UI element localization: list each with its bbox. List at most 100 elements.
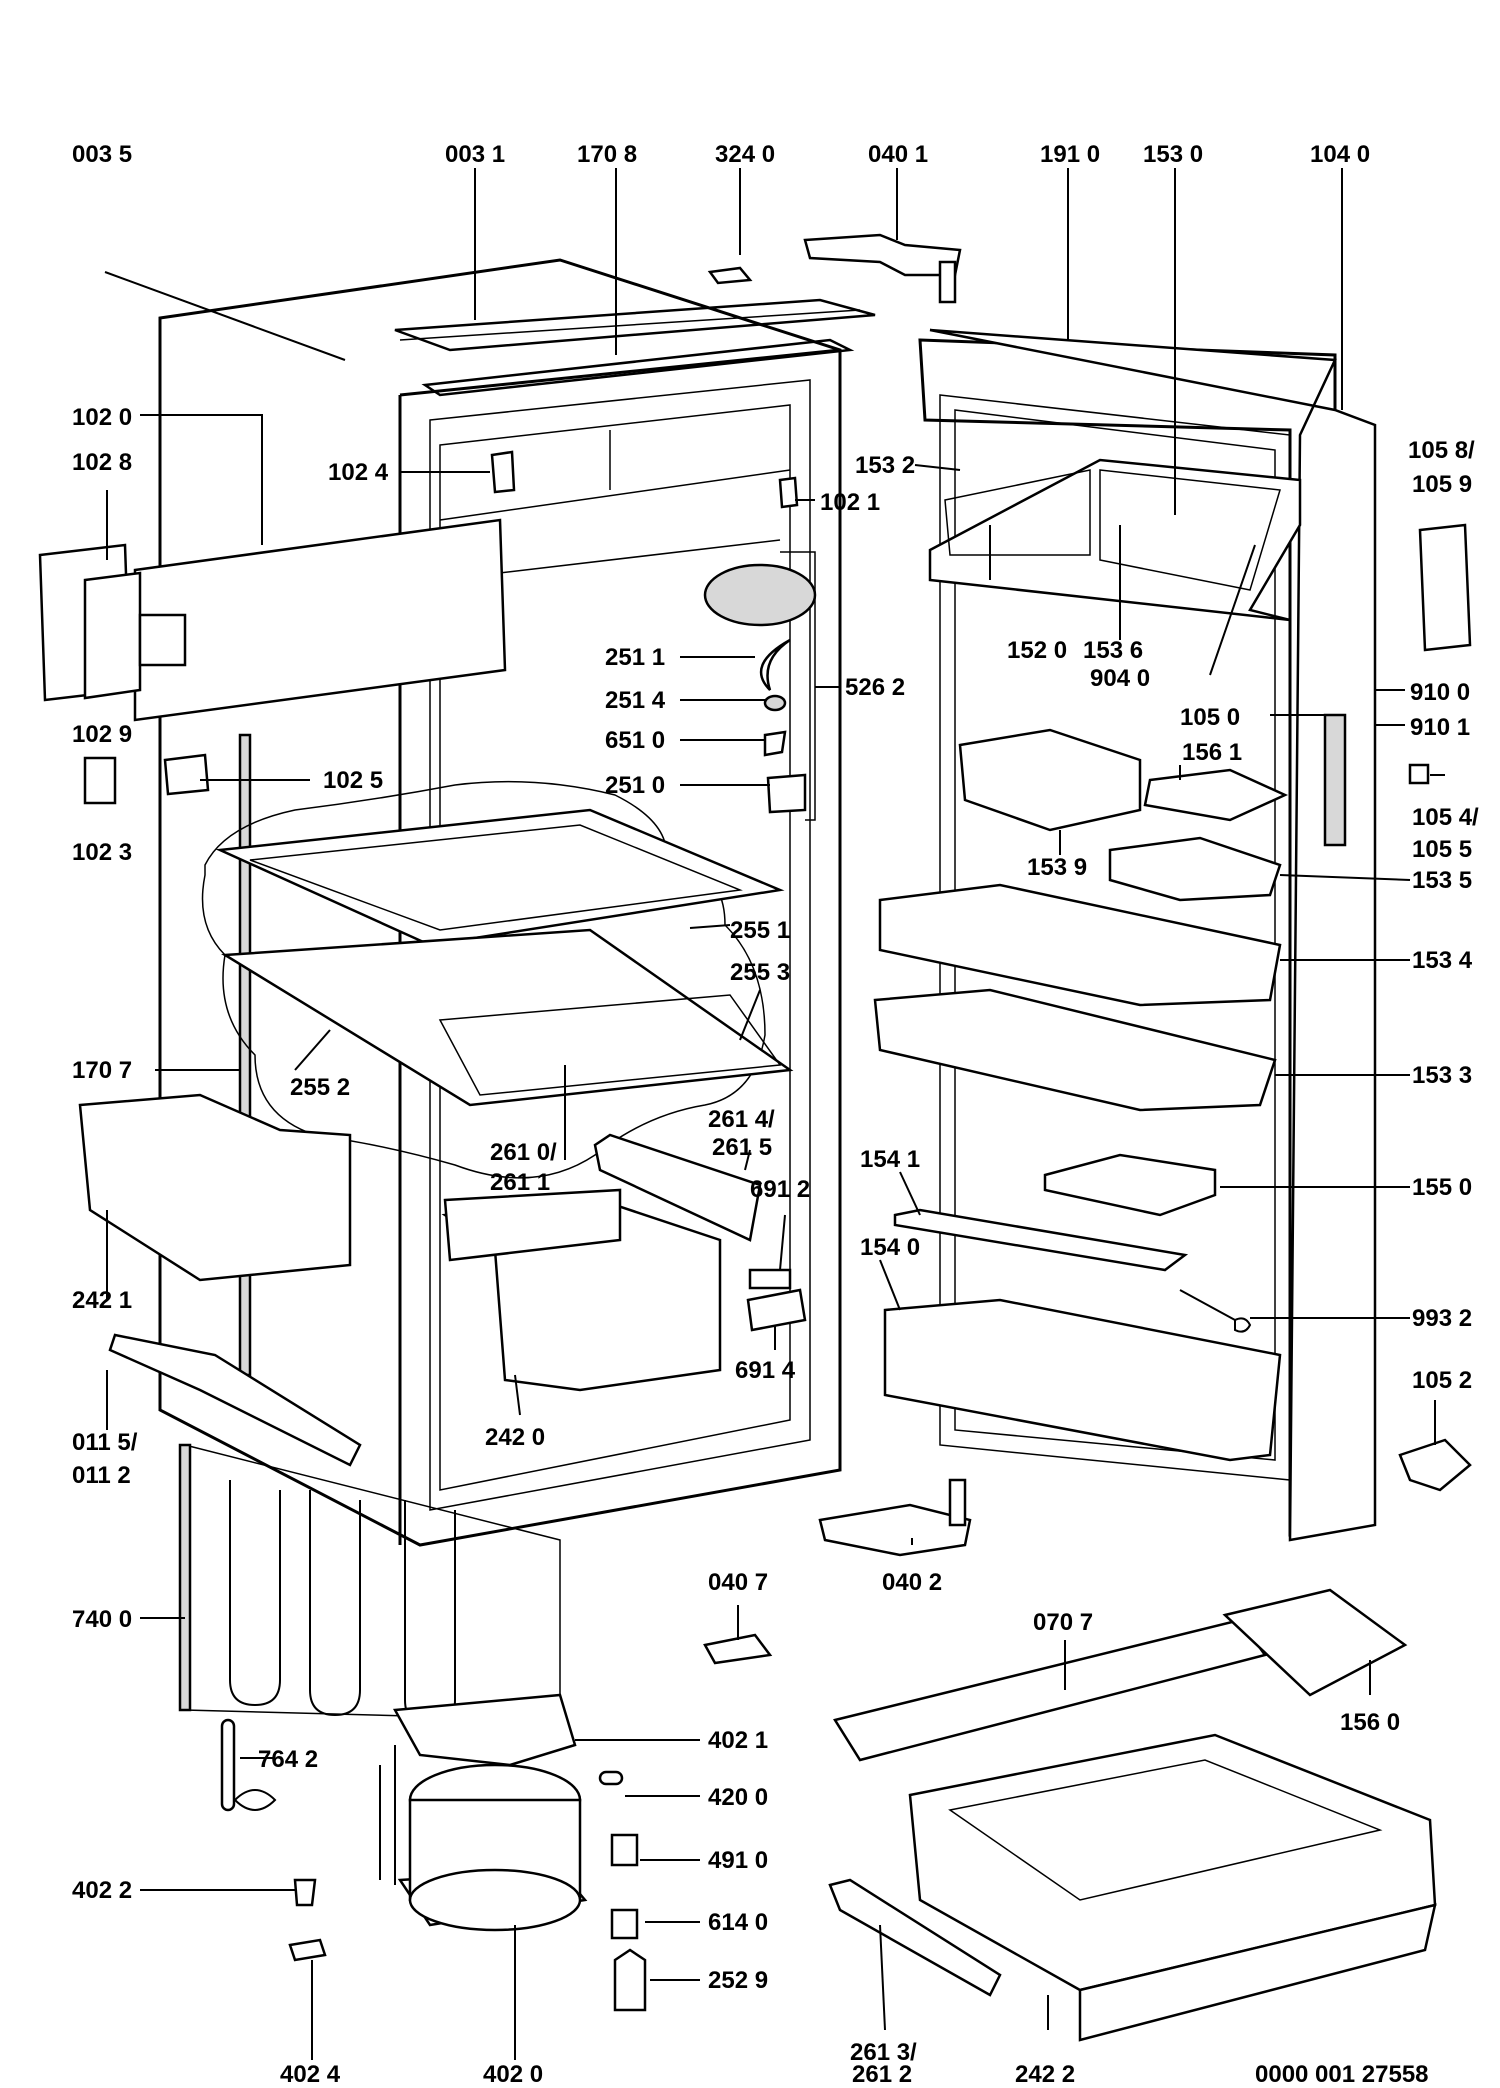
label-1541: 154 1 [860, 1146, 920, 1173]
label-9040: 904 0 [1090, 665, 1150, 692]
label-1520: 152 0 [1007, 637, 1067, 664]
ice-tray-part [1222, 1588, 1408, 1697]
rail-part [593, 1133, 762, 1242]
label-2529: 252 9 [708, 1967, 768, 1994]
label-1536: 153 6 [1083, 637, 1143, 664]
label-7642: 764 2 [258, 1746, 318, 1773]
label-0035: 003 5 [72, 141, 132, 168]
label-2610: 261 0/ [490, 1139, 557, 1166]
callout-labels: 003 5 003 1 170 8 324 0 040 1 191 0 153 … [72, 141, 1479, 2088]
label-0115: 011 5/ [72, 1429, 138, 1456]
small-part [1408, 763, 1430, 785]
bottom-hinge-part [818, 1478, 972, 1557]
glass-shelves-part [201, 780, 794, 1179]
dairy-compartment-part [928, 458, 1302, 622]
egg-tray-part [1043, 1153, 1217, 1217]
label-9100: 910 0 [1410, 679, 1470, 706]
thermostat-group [703, 551, 817, 821]
label-6510: 651 0 [605, 727, 665, 754]
bottle-rail-part [893, 1208, 1189, 1272]
label-1021: 102 1 [820, 489, 880, 516]
door-bin-part [878, 883, 1282, 1007]
clip-part [490, 450, 516, 494]
drawing-number: 0000 001 27558 [1255, 2061, 1429, 2088]
small-part [288, 1938, 327, 1962]
compressor-part [379, 1745, 588, 1932]
label-2612: 261 2 [852, 2061, 912, 2088]
label-2420: 242 0 [485, 1424, 545, 1451]
label-2552: 255 2 [290, 1074, 350, 1101]
label-1532: 153 2 [855, 452, 915, 479]
label-4022: 402 2 [72, 1877, 132, 1904]
label-9101: 910 1 [1410, 714, 1470, 741]
label-1530: 153 0 [1143, 141, 1203, 168]
label-4024: 402 4 [280, 2061, 341, 2088]
clip-part [778, 476, 799, 509]
drawing-artwork [38, 233, 1472, 2042]
label-2510: 251 0 [605, 772, 665, 799]
small-part [293, 1878, 317, 1907]
hinge-pin-part [1398, 1438, 1472, 1492]
label-1028: 102 8 [72, 449, 132, 476]
label-2511: 251 1 [605, 644, 665, 671]
label-0112: 011 2 [72, 1462, 131, 1489]
door-assembly [918, 328, 1377, 1542]
label-1059: 105 9 [1412, 471, 1472, 498]
label-1560: 156 0 [1340, 1709, 1400, 1736]
door-bin-part [873, 988, 1277, 1112]
top-hinge-part [803, 233, 962, 304]
crisper-drawer-part [78, 1093, 722, 1392]
label-1050: 105 0 [1180, 704, 1240, 731]
door-bin-part [958, 728, 1142, 832]
label-0707: 070 7 [1033, 1609, 1093, 1636]
small-part [746, 1288, 807, 1332]
label-1550: 155 0 [1412, 1174, 1472, 1201]
door-bin-part [1108, 836, 1282, 902]
clip-part [83, 756, 117, 805]
fruit-drawer-part [833, 1618, 1437, 2042]
label-2615: 261 5 [712, 1134, 772, 1161]
label-1910: 191 0 [1040, 141, 1100, 168]
label-1708: 170 8 [577, 141, 637, 168]
bottle-shelf-part [883, 1298, 1282, 1462]
condenser-part [178, 1443, 561, 1727]
label-1020: 102 0 [72, 404, 132, 431]
label-6140: 614 0 [708, 1909, 768, 1936]
clip-part [163, 753, 210, 796]
label-1535: 153 5 [1412, 867, 1472, 894]
label-2614: 261 4/ [708, 1106, 775, 1133]
label-2422: 242 2 [1015, 2061, 1075, 2088]
small-part [610, 1908, 639, 1940]
label-2514: 251 4 [605, 687, 666, 714]
label-3240: 324 0 [715, 141, 775, 168]
freezer-flap-part [38, 518, 507, 722]
label-4020: 402 0 [483, 2061, 543, 2088]
light-switch-part [1418, 523, 1472, 652]
label-2611: 261 1 [490, 1169, 550, 1196]
label-1025: 102 5 [323, 767, 383, 794]
label-6914: 691 4 [735, 1357, 796, 1384]
rail-part [828, 1878, 1002, 1997]
label-5262: 526 2 [845, 674, 905, 701]
capillary-part [220, 1718, 277, 1812]
label-1024: 102 4 [328, 459, 389, 486]
label-7400: 740 0 [72, 1606, 132, 1633]
label-9932: 993 2 [1412, 1305, 1472, 1332]
small-part [598, 1770, 624, 1786]
spring-part [1179, 1289, 1252, 1333]
label-6912: 691 2 [750, 1176, 810, 1203]
label-0401: 040 1 [868, 141, 928, 168]
label-1040: 104 0 [1310, 141, 1370, 168]
label-2553: 255 3 [730, 959, 790, 986]
label-0031: 003 1 [445, 141, 505, 168]
rail-part [108, 1333, 362, 1467]
label-4910: 491 0 [708, 1847, 768, 1874]
label-1539: 153 9 [1027, 854, 1087, 881]
label-1534: 153 4 [1412, 947, 1473, 974]
label-1054: 105 4/ [1412, 804, 1479, 831]
bracket-part [392, 1693, 577, 1767]
label-1052: 105 2 [1412, 1367, 1472, 1394]
label-1707: 170 7 [72, 1057, 132, 1084]
label-4021: 402 1 [708, 1727, 768, 1754]
